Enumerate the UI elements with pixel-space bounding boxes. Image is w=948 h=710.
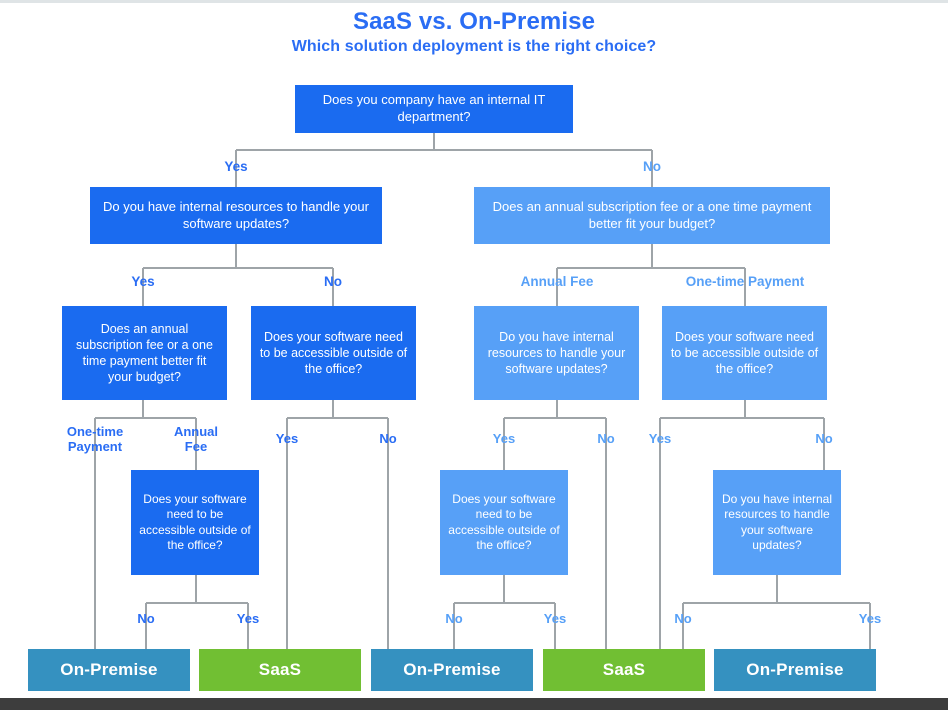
node-root[interactable]: Does you company have an internal IT dep… [295, 85, 573, 133]
edge-label-l2right-one-time-payment: One-time Payment [685, 274, 805, 289]
result-on-premise-3[interactable]: On-Premise [714, 649, 876, 691]
edge-label-l3b-no: No [379, 431, 397, 446]
result-label: On-Premise [403, 660, 501, 679]
page-subtitle: Which solution deployment is the right c… [291, 38, 657, 55]
edge-label-l3a-annual-fee: Annual Fee [173, 424, 219, 454]
edge-label-l2right-annual-fee: Annual Fee [520, 274, 594, 289]
result-label: On-Premise [60, 660, 158, 679]
node-l4-c[interactable]: Do you have internal resources to handle… [713, 470, 841, 575]
edge-label-l4c-yes: Yes [858, 611, 882, 626]
node-l4-b[interactable]: Does your software need to be accessible… [440, 470, 568, 575]
node-l3-a-label: Does an annual subscription fee or a one… [76, 322, 213, 384]
node-l4-c-label: Do you have internal resources to handle… [721, 491, 833, 552]
node-l3-c[interactable]: Do you have internal resources to handle… [474, 306, 639, 400]
edge-label-l3a-one-time-payment: One-time Payment [66, 424, 124, 454]
node-l4-a-label: Does your software need to be accessible… [139, 491, 251, 552]
result-saas-2[interactable]: SaaS [543, 649, 705, 691]
bottom-bar [0, 698, 948, 710]
page-title: SaaS vs. On-Premise [352, 8, 596, 35]
edge-label-l3c-no: No [597, 431, 615, 446]
edge-label-l3b-yes: Yes [275, 431, 299, 446]
result-label: On-Premise [746, 660, 844, 679]
edge-label-l2left-yes: Yes [131, 274, 155, 289]
edge-label-l4c-no: No [674, 611, 692, 626]
result-on-premise-1[interactable]: On-Premise [28, 649, 190, 691]
result-label: SaaS [602, 660, 646, 679]
node-l2-right[interactable]: Does an annual subscription fee or a one… [474, 187, 830, 244]
node-l4-b-label: Does your software need to be accessible… [448, 491, 560, 552]
edge-label-l4b-yes: Yes [543, 611, 567, 626]
node-l2-right-label: Does an annual subscription fee or a one… [492, 198, 812, 231]
edge-label-l3c-yes: Yes [492, 431, 516, 446]
node-l3-d[interactable]: Does your software need to be accessible… [662, 306, 827, 400]
edge-label-l4a-no: No [137, 611, 155, 626]
node-l2-left-label: Do you have internal resources to handle… [103, 198, 369, 231]
edge-label-l2left-no: No [324, 274, 342, 289]
result-label: SaaS [258, 660, 302, 679]
node-root-label: Does you company have an internal IT dep… [322, 92, 546, 124]
node-l4-a[interactable]: Does your software need to be accessible… [131, 470, 259, 575]
node-l3-b-label: Does your software need to be accessible… [259, 330, 408, 376]
result-saas-1[interactable]: SaaS [199, 649, 361, 691]
edge-label-l3d-no: No [815, 431, 833, 446]
edge-label-root-no: No [643, 159, 661, 174]
edge-label-l4a-yes: Yes [236, 611, 260, 626]
edge-label-root-yes: Yes [224, 159, 248, 174]
node-l3-a[interactable]: Does an annual subscription fee or a one… [62, 306, 227, 400]
edge-label-l4b-no: No [445, 611, 463, 626]
edge-label-l3d-yes: Yes [648, 431, 672, 446]
node-l3-b[interactable]: Does your software need to be accessible… [251, 306, 416, 400]
node-l3-c-label: Do you have internal resources to handle… [487, 330, 626, 376]
node-l3-d-label: Does your software need to be accessible… [670, 330, 819, 376]
node-l2-left[interactable]: Do you have internal resources to handle… [90, 187, 382, 244]
result-on-premise-2[interactable]: On-Premise [371, 649, 533, 691]
top-divider [0, 0, 948, 3]
